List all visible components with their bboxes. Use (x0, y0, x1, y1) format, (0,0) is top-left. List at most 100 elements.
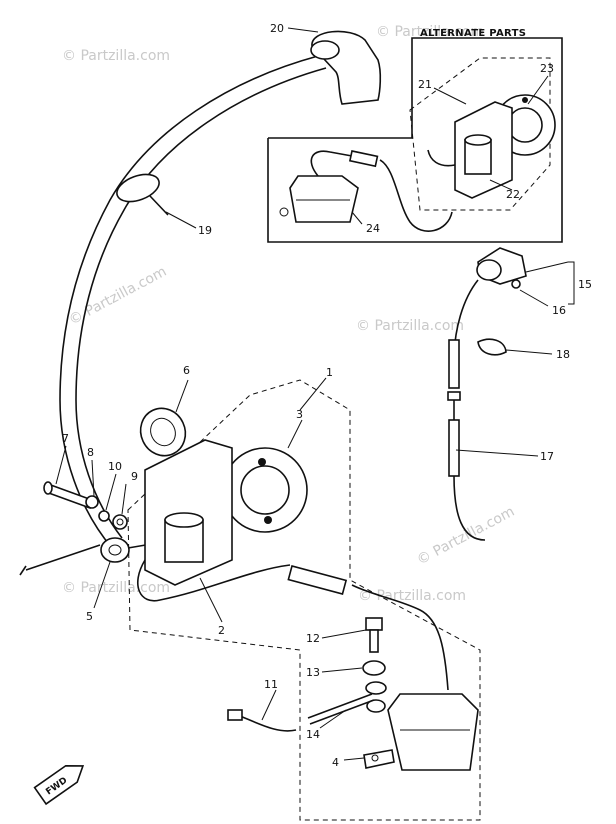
bracket-15 (568, 261, 575, 305)
leader-7 (55, 445, 67, 485)
washer-9 (112, 514, 128, 530)
callout-14: 14 (306, 728, 320, 741)
alternate-coil-assembly (427, 94, 556, 199)
alt-coil-to-cdi-wire (379, 159, 453, 232)
seal-6 (139, 407, 187, 457)
leader-18 (505, 349, 553, 355)
callout-21: 21 (418, 78, 432, 91)
cable-grommet (100, 537, 130, 563)
fwd-arrow (33, 764, 85, 806)
alt-cdi-mount-hole (279, 207, 289, 217)
seal-outer (139, 407, 187, 457)
leader-10 (105, 473, 117, 511)
watermark-4: © Partzilla.com (356, 318, 464, 334)
washer-14b (366, 699, 386, 713)
cdi-mount-hardware (307, 617, 387, 725)
leader-6 (175, 379, 189, 413)
callout-1: 1 (326, 366, 333, 379)
leader-17 (455, 449, 539, 457)
callout-20: 20 (270, 22, 284, 35)
stop-switch-knob (476, 259, 502, 281)
alt-cdi-lead (310, 150, 353, 177)
screw-12-head (365, 617, 383, 631)
leader-23 (527, 75, 549, 105)
callout-3: 3 (296, 408, 303, 421)
callout-16: 16 (552, 304, 566, 317)
callout-labels: 20 21 23 22 24 19 15 16 18 17 6 1 3 7 8 … (62, 22, 592, 769)
leader-8 (91, 459, 95, 497)
leader-13 (321, 667, 363, 673)
alt-coil-winding-top (464, 134, 492, 146)
washer-9-hole (116, 518, 124, 526)
leader-5 (93, 561, 111, 609)
leader-4 (343, 757, 365, 761)
coil-mount-hardware (43, 481, 128, 530)
leader-16 (519, 289, 549, 307)
spacer-14 (365, 681, 387, 695)
alt-rotor-screw (522, 97, 528, 103)
spark-plug-cap-end (310, 40, 340, 60)
callout-13: 13 (306, 666, 320, 679)
callout-17: 17 (540, 450, 554, 463)
leader-19 (165, 211, 197, 229)
lead-clip-18 (477, 338, 507, 356)
leader-2 (199, 577, 223, 623)
callout-10: 10 (108, 460, 122, 473)
callout-24: 24 (366, 222, 380, 235)
callout-15: 15 (578, 278, 592, 291)
cdi-mount-hole (371, 754, 379, 762)
callout-leaders (55, 27, 575, 761)
alternate-parts-title: ALTERNATE PARTS (420, 28, 526, 39)
main-assembly-dashed-outline (127, 379, 481, 821)
callout-8: 8 (87, 446, 94, 459)
ground-wire (25, 544, 101, 571)
watermark-6: © Partzilla.com (62, 580, 170, 596)
switch-lead-sleeve (448, 339, 460, 389)
alt-rotor-inner (507, 107, 543, 143)
coil-winding-top (164, 512, 204, 528)
leader-22 (489, 179, 513, 191)
high-tension-cable (19, 30, 382, 576)
leader-15 (525, 261, 569, 273)
seal-inner (150, 417, 176, 447)
cdi-body (387, 693, 479, 771)
watermark-3: © Partzilla.com (66, 264, 169, 329)
alt-coil-lead (427, 149, 456, 167)
ht-cable-inner (75, 67, 327, 539)
watermark-2: © Partzilla.com (376, 24, 484, 40)
cdi-lead (351, 584, 449, 691)
watermark-1: © Partzilla.com (62, 48, 170, 64)
callout-6: 6 (183, 364, 190, 377)
callout-2: 2 (218, 624, 225, 637)
fwd-marker: FWD (33, 764, 85, 806)
cdi-mount-tab (363, 749, 395, 769)
stop-switch-assembly (447, 247, 527, 541)
stop-switch-nut (511, 279, 521, 289)
magneto-coil-assembly (136, 439, 308, 602)
callout-5: 5 (86, 610, 93, 623)
leader-20 (287, 27, 319, 33)
leader-3 (287, 419, 303, 449)
washer-10 (98, 510, 110, 522)
leader-9 (121, 483, 127, 515)
screw-12-shank (369, 629, 379, 653)
callout-18: 18 (556, 348, 570, 361)
callout-4: 4 (332, 756, 339, 769)
cable-clamp-tab (149, 195, 169, 216)
alternate-cdi-unit (279, 150, 453, 232)
callout-11: 11 (264, 678, 278, 691)
switch-connector-top (447, 391, 461, 401)
ground-wire-tip (19, 565, 27, 576)
ht-cable-outer (59, 55, 319, 549)
callout-19: 19 (198, 224, 212, 237)
leader-12 (321, 629, 367, 639)
leader-11 (261, 689, 277, 721)
switch-lead-tail (453, 475, 486, 541)
rotor-inner (240, 465, 290, 515)
washer-8 (85, 495, 99, 509)
bolt-7-head (43, 481, 53, 495)
collar-14 (307, 693, 375, 725)
callout-22: 22 (506, 188, 520, 201)
cable-clamp (116, 173, 160, 203)
